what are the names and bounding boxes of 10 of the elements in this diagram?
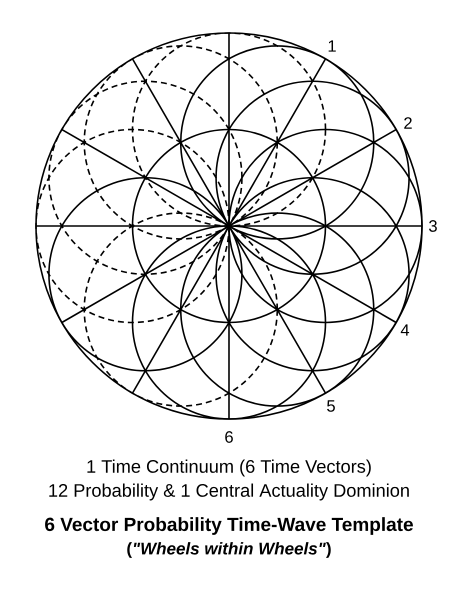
- description-text: 1 Time Continuum (6 Time Vectors): [87, 460, 371, 476]
- title: 6 Vector Probability Time-Wave Template: [45, 517, 413, 535]
- number-label: 5: [327, 400, 335, 412]
- description-text: 12 Probability & 1 Central Actuality Dominion: [49, 484, 409, 500]
- number-label: 6: [225, 431, 233, 443]
- number-label: 4: [400, 324, 410, 336]
- number-label: 2: [404, 117, 412, 129]
- subtitle: ("Wheels within Wheels"): [127, 542, 331, 558]
- number-label: 1: [328, 40, 336, 52]
- number-label: 3: [429, 220, 437, 232]
